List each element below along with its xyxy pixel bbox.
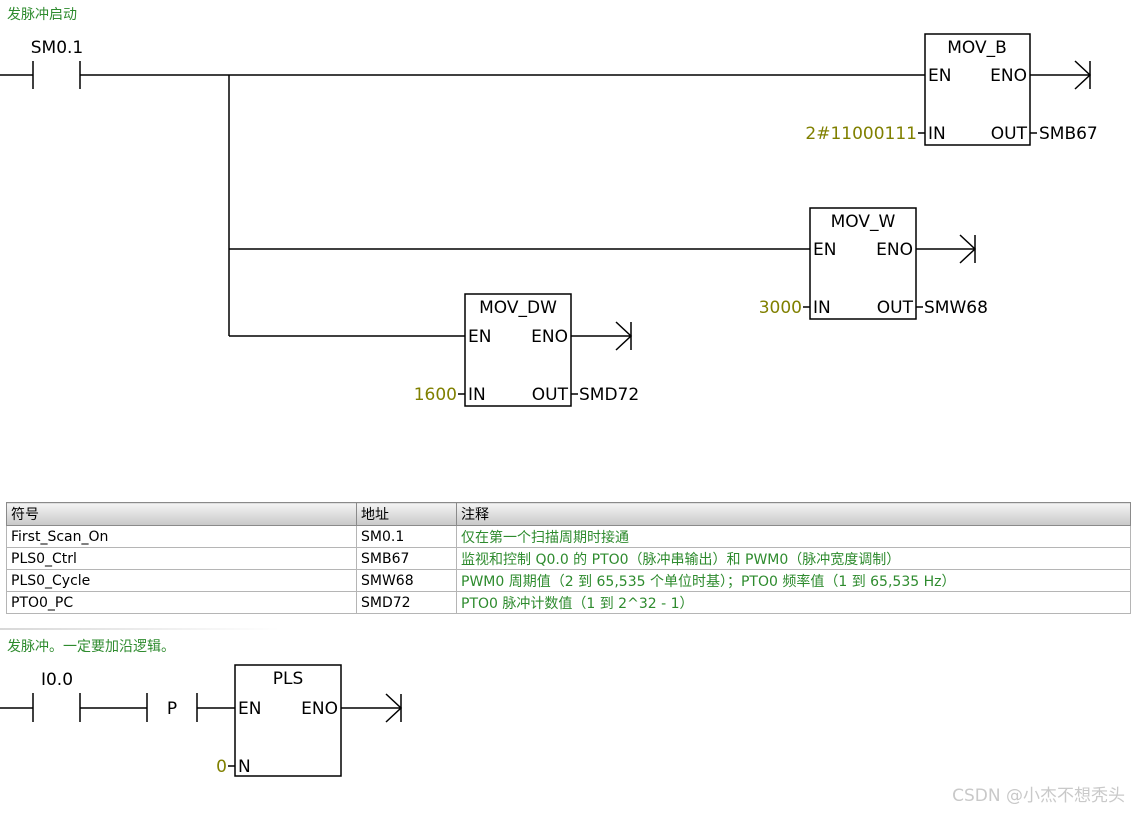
network1-comment: 发脉冲启动 (7, 7, 77, 23)
mov-b-en: EN (928, 66, 951, 86)
pls-n-value: 0 (216, 757, 227, 777)
cell-address: SMD72 (356, 591, 457, 614)
header-address[interactable]: 地址 (356, 502, 457, 526)
mov-dw-en: EN (468, 327, 491, 347)
mov-b-in-value: 2#11000111 (805, 124, 917, 144)
header-symbol[interactable]: 符号 (6, 502, 357, 526)
mov-w-in-value: 3000 (759, 298, 802, 318)
symbol-table-header: 符号 地址 注释 (6, 502, 1131, 526)
pls-title: PLS (273, 669, 304, 689)
cell-address: SM0.1 (356, 525, 457, 548)
cell-symbol: PLS0_Cycle (6, 569, 357, 592)
mov-w-out: OUT (877, 298, 914, 318)
cell-address: SMB67 (356, 547, 457, 570)
pls-en: EN (238, 699, 261, 719)
pls-n: N (238, 757, 251, 777)
network-separator (0, 628, 280, 630)
pls-box[interactable] (234, 664, 342, 777)
table-row[interactable]: First_Scan_On SM0.1 仅在第一个扫描周期时接通 (6, 525, 1131, 548)
mov-dw-out: OUT (532, 385, 569, 405)
mov-dw-box[interactable] (464, 293, 572, 407)
symbol-table: 符号 地址 注释 First_Scan_On SM0.1 仅在第一个扫描周期时接… (6, 502, 1131, 614)
table-row[interactable]: PTO0_PC SMD72 PTO0 脉冲计数值（1 到 2^32 - 1） (6, 591, 1131, 614)
watermark: CSDN @小杰不想秃头 (952, 786, 1125, 806)
mov-w-en: EN (813, 240, 836, 260)
cell-symbol: First_Scan_On (6, 525, 357, 548)
pls-eno: ENO (301, 699, 338, 719)
mov-w-box[interactable] (809, 207, 917, 320)
mov-dw-title: MOV_DW (479, 298, 557, 318)
cell-symbol: PTO0_PC (6, 591, 357, 614)
mov-w-out-value: SMW68 (924, 298, 988, 318)
mov-b-out: OUT (991, 124, 1028, 144)
cell-comment: 仅在第一个扫描周期时接通 (456, 525, 1131, 548)
cell-comment: PTO0 脉冲计数值（1 到 2^32 - 1） (456, 591, 1131, 614)
edge-p-label: P (167, 699, 177, 719)
mov-dw-out-value: SMD72 (579, 385, 639, 405)
network2-comment: 发脉冲。一定要加沿逻辑。 (7, 639, 175, 655)
mov-b-out-value: SMB67 (1039, 124, 1098, 144)
mov-b-box[interactable] (924, 33, 1031, 146)
mov-b-in: IN (928, 124, 946, 144)
cell-comment: 监视和控制 Q0.0 的 PTO0（脉冲串输出）和 PWM0（脉冲宽度调制） (456, 547, 1131, 570)
contact-i00-label: I0.0 (41, 670, 73, 690)
mov-w-title: MOV_W (831, 212, 896, 232)
mov-b-title: MOV_B (947, 38, 1007, 58)
mov-dw-in-value: 1600 (414, 385, 457, 405)
mov-w-in: IN (813, 298, 831, 318)
mov-dw-in: IN (468, 385, 486, 405)
cell-address: SMW68 (356, 569, 457, 592)
mov-dw-eno: ENO (531, 327, 568, 347)
mov-b-eno: ENO (990, 66, 1027, 86)
cell-comment: PWM0 周期值（2 到 65,535 个单位时基）；PTO0 频率值（1 到 … (456, 569, 1131, 592)
contact-sm01-label: SM0.1 (31, 38, 84, 58)
mov-w-eno: ENO (876, 240, 913, 260)
header-comment[interactable]: 注释 (456, 502, 1131, 526)
table-row[interactable]: PLS0_Ctrl SMB67 监视和控制 Q0.0 的 PTO0（脉冲串输出）… (6, 547, 1131, 570)
cell-symbol: PLS0_Ctrl (6, 547, 357, 570)
table-row[interactable]: PLS0_Cycle SMW68 PWM0 周期值（2 到 65,535 个单位… (6, 569, 1131, 592)
